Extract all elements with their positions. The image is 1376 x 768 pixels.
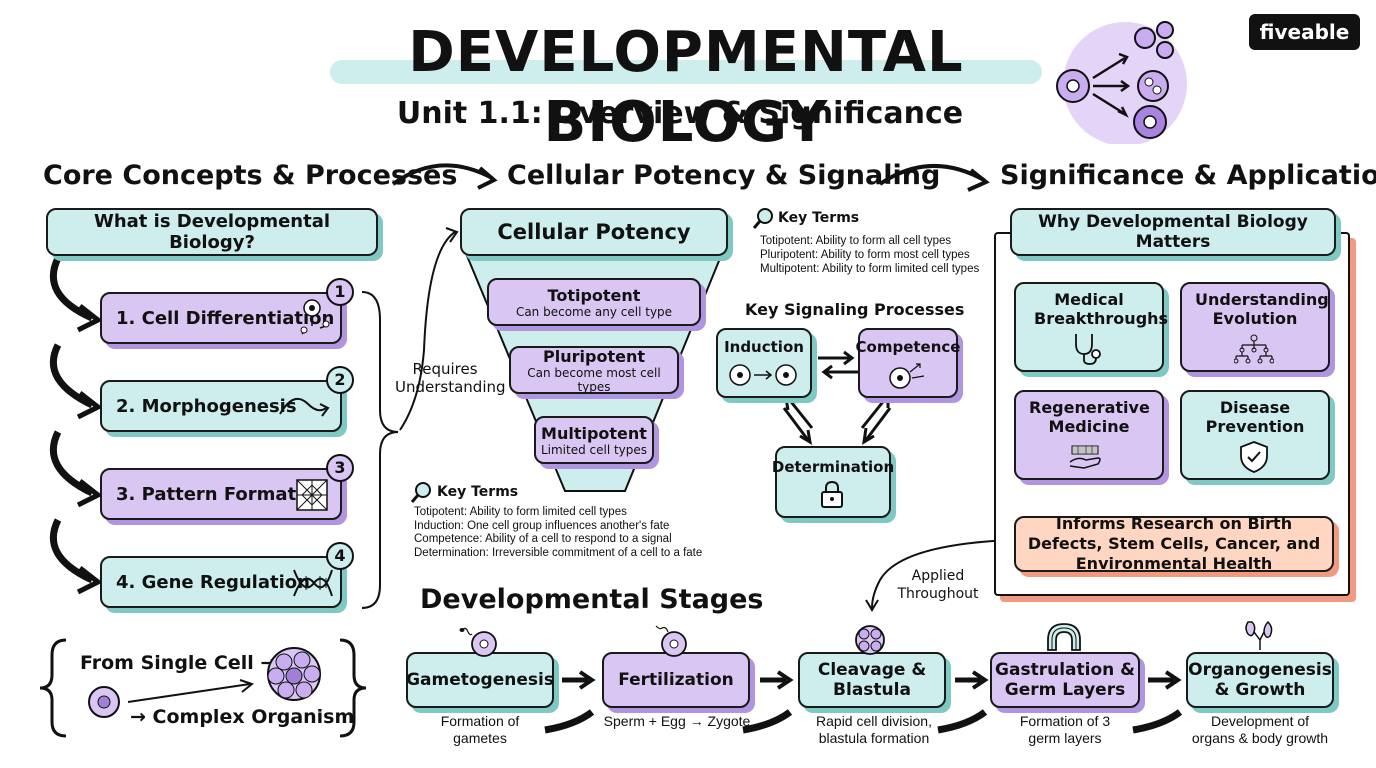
key-term-line: Multipotent: Ability to form limited cel… — [760, 263, 980, 275]
egg-sperm-icon — [459, 627, 497, 657]
signaling-title: Key Signaling Processes — [745, 300, 965, 319]
stage-desc: Formation of 3 germ layers — [1019, 713, 1111, 746]
lock-icon — [821, 480, 843, 508]
stage-cleavage-blastula[interactable]: Cleavage & Blastula — [798, 652, 946, 708]
magnifier-icon — [410, 482, 431, 503]
key-term-line: Pluripotent: Ability to form most cell t… — [760, 249, 970, 261]
stage-desc: Sperm + Egg → Zygote — [603, 713, 751, 729]
key-term-line: Determination: Irreversible commitment o… — [414, 546, 703, 559]
stage-gastrulation[interactable]: Gastrulation & Germ Layers — [990, 652, 1140, 708]
badge-number: 3 — [326, 454, 354, 482]
core-item-label: 2. Morphogenesis — [116, 395, 297, 417]
blastula-icon — [855, 625, 885, 655]
key-term-line: Totipotent: Ability to form limited cell… — [414, 506, 627, 518]
induction-icon — [729, 364, 797, 386]
informs-research-box[interactable]: Informs Research on Birth Defects, Stem … — [1014, 514, 1334, 573]
competence-label: Competence — [855, 338, 961, 356]
tree-icon — [1234, 334, 1274, 364]
stage-organogenesis[interactable]: Organogenesis & Growth — [1186, 652, 1334, 708]
section-core-title: Core Concepts & Processes — [43, 160, 458, 191]
brand-logo: fiveable — [1249, 14, 1360, 50]
potency-level-name: Totipotent — [547, 285, 641, 305]
core-item-4[interactable]: 4. Gene Regulation — [100, 556, 342, 608]
badge-number: 2 — [326, 366, 354, 394]
dna-icon — [293, 569, 333, 597]
stethoscope-icon — [1075, 334, 1101, 365]
hand-tissue-icon — [1069, 445, 1101, 469]
card-label: Disease Prevention — [1205, 398, 1305, 436]
stage-desc: Rapid cell division, blastula formation — [816, 713, 932, 746]
stage-desc: Formation of gametes — [440, 713, 520, 746]
card-regenerative-medicine[interactable]: Regenerative Medicine — [1014, 390, 1164, 480]
potency-level-pluripotent[interactable]: Pluripotent Can become most cell types — [509, 346, 679, 394]
applied-throughout-label: Applied Throughout — [897, 568, 979, 602]
key-terms-top-title: Key Terms — [778, 210, 860, 226]
page-title: DEVELOPMENTAL BIOLOGY — [408, 20, 964, 155]
from-single-cell-label: From Single Cell → — [80, 652, 277, 674]
why-devbio-box[interactable]: Why Developmental Biology Matters — [1010, 208, 1336, 256]
competence-box[interactable]: Competence — [855, 328, 961, 398]
cellular-potency-title[interactable]: Cellular Potency — [460, 208, 728, 256]
determination-label: Determination — [771, 458, 895, 476]
requires-understanding-label: Requires Understanding — [395, 360, 506, 396]
gastrula-icon — [1047, 623, 1081, 651]
competence-icon — [889, 363, 925, 389]
shield-check-icon — [1240, 441, 1268, 473]
key-terms-bottom-title: Key Terms — [437, 484, 519, 500]
single-cell-icon — [88, 686, 120, 718]
title-highlight — [330, 60, 1042, 84]
core-item-label: 3. Pattern Formation — [116, 483, 328, 505]
card-understanding-evolution[interactable]: Understanding Evolution — [1180, 282, 1330, 372]
card-medical-breakthroughs[interactable]: Medical Breakthroughs — [1014, 282, 1169, 372]
key-term-line: Competence: Ability of a cell to respond… — [414, 533, 672, 545]
stages-title: Developmental Stages — [420, 584, 764, 615]
fertilization-icon — [655, 625, 687, 657]
what-is-devbio-box[interactable]: What is Developmental Biology? — [46, 208, 378, 256]
key-term-line: Induction: One cell group influences ano… — [414, 519, 670, 532]
key-terms-top-list: Totipotent: Ability to form all cell typ… — [760, 234, 979, 276]
core-item-label: 1. Cell Differentiation — [116, 307, 335, 329]
potency-level-desc: Can become most cell types — [527, 365, 661, 394]
stage-desc: Development of organs & body growth — [1191, 713, 1329, 746]
potency-level-desc: Can become any cell type — [515, 304, 673, 319]
induction-label: Induction — [724, 338, 804, 356]
magnifier-icon — [752, 208, 773, 229]
potency-level-totipotent[interactable]: Totipotent Can become any cell type — [487, 278, 701, 326]
wave-arrow-icon — [279, 397, 330, 417]
potency-level-multipotent[interactable]: Multipotent Limited cell types — [534, 416, 654, 464]
core-item-2[interactable]: 2. Morphogenesis — [100, 380, 342, 432]
section-potency-title: Cellular Potency & Signaling — [507, 160, 941, 191]
core-item-label: 4. Gene Regulation — [116, 571, 310, 593]
cell-differentiation-illustration — [1056, 21, 1187, 144]
core-item-1[interactable]: 1. Cell Differentiation — [100, 292, 342, 344]
potency-level-name: Multipotent — [541, 423, 647, 443]
badge-number: 1 — [326, 278, 354, 306]
card-label: Medical Breakthroughs — [1034, 290, 1169, 328]
organs-icon — [1245, 620, 1273, 650]
badge-number: 4 — [326, 542, 354, 570]
card-label: Understanding Evolution — [1195, 290, 1329, 328]
card-label: Regenerative Medicine — [1029, 398, 1150, 436]
complex-organism-label: → Complex Organism — [130, 706, 355, 728]
morula-icon — [267, 647, 321, 701]
potency-level-desc: Limited cell types — [540, 442, 648, 457]
induction-box[interactable]: Induction — [716, 328, 812, 398]
cell-division-icon — [300, 299, 330, 335]
key-term-line: Totipotent: Ability to form all cell typ… — [760, 235, 952, 247]
potency-level-name: Pluripotent — [543, 346, 645, 366]
pattern-grid-icon — [296, 479, 328, 511]
section-significance-title: Significance & Applications — [1000, 160, 1376, 191]
stage-gametogenesis[interactable]: Gametogenesis — [406, 652, 554, 708]
page-subtitle: Unit 1.1: Overview & Significance — [396, 96, 964, 131]
stage-fertilization[interactable]: Fertilization — [602, 652, 750, 708]
key-terms-bottom-list: Totipotent: Ability to form limited cell… — [414, 506, 702, 560]
card-disease-prevention[interactable]: Disease Prevention — [1180, 390, 1330, 480]
